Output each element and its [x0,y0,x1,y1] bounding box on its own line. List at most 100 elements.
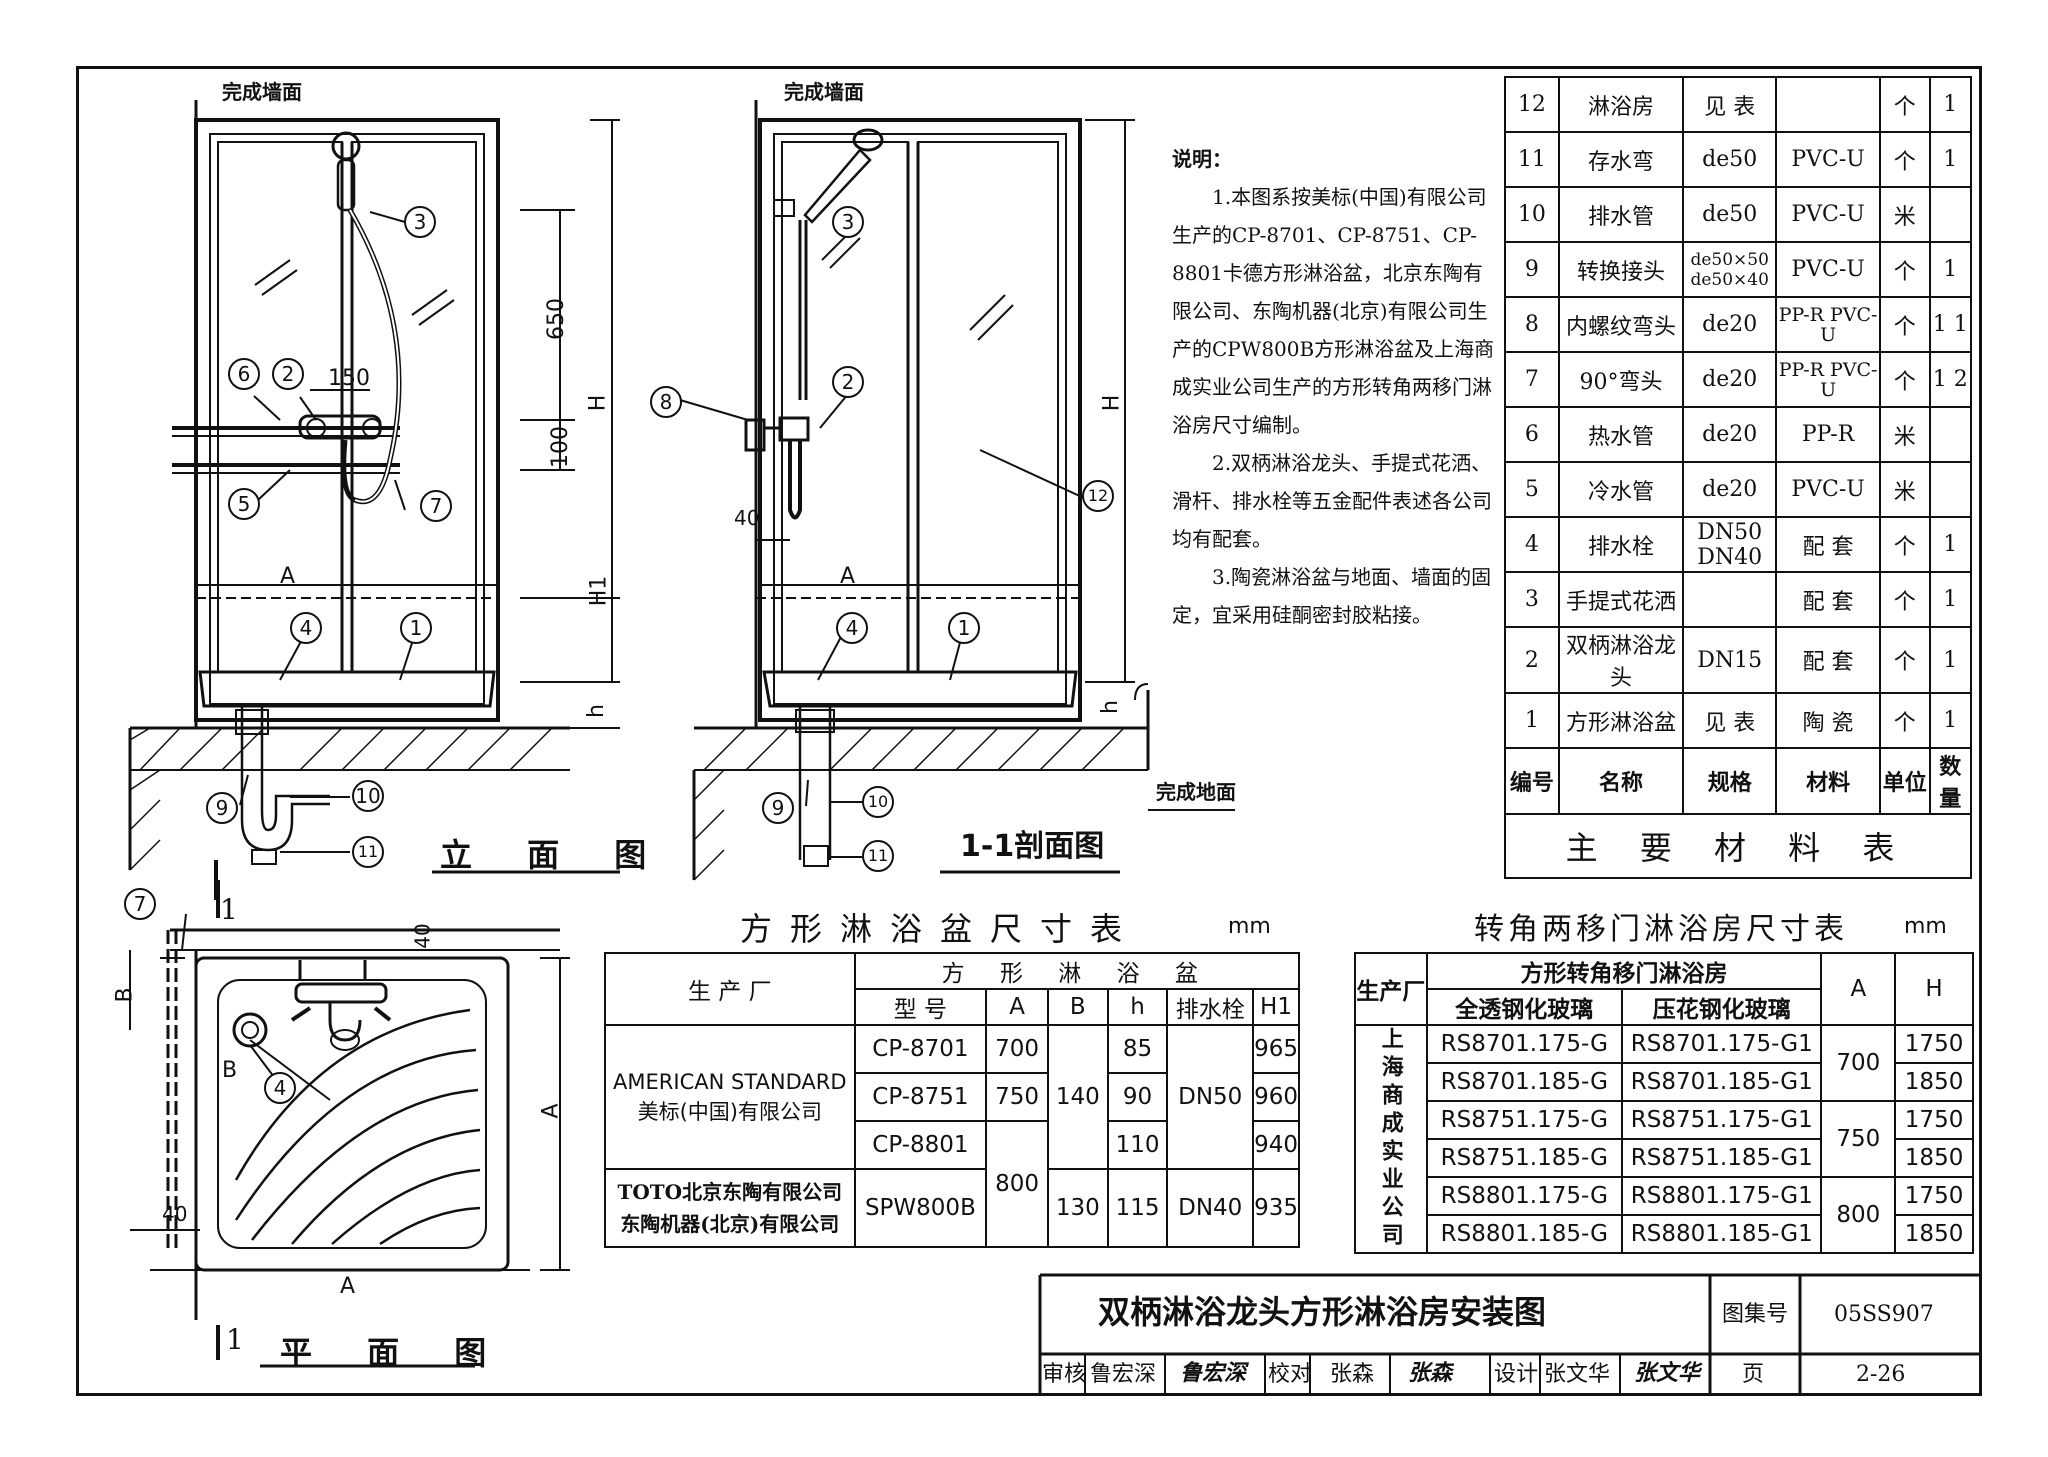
tray-cell: CP-8701 [853,1024,988,1074]
materials-cell: 1 [1504,692,1560,749]
tray-cell: 960 [1252,1072,1300,1122]
room-cell: RS8701.185-G [1425,1062,1624,1102]
materials-cell: 1 [1928,131,1973,188]
room-cell: 750 [1820,1100,1897,1178]
section-dim-h: H [1099,394,1125,412]
elevation-title: 立 面 图 [440,836,669,874]
materials-cell: 个 [1878,516,1931,573]
room-cell: 1850 [1894,1062,1974,1102]
drawing-title: 双柄淋浴龙头方形淋浴房安装图 [1098,1293,1547,1331]
materials-cell: 手提式花洒 [1557,571,1685,628]
materials-cell: 1 [1928,241,1973,298]
notes-item-1: 1.本图系按美标(中国)有限公司生产的CP-8701、CP-8751、CP-88… [1172,185,1495,437]
materials-cell: 冷水管 [1557,461,1685,518]
materials-cell: DN15 [1682,626,1778,694]
materials-cell: 双柄淋浴龙头 [1557,626,1685,694]
designer-name: 张文华 [1544,1362,1611,1387]
room-header-clear: 全透钢化玻璃 [1425,988,1624,1026]
room-cell: RS8751.185-G1 [1621,1138,1823,1178]
materials-cell [1775,76,1881,133]
materials-cell: 1 [1928,76,1973,133]
materials-cell: 个 [1878,131,1931,188]
page-number: 2-26 [1856,1362,1906,1387]
materials-cell: 转换接头 [1557,241,1685,298]
materials-cell: de20 [1682,296,1778,353]
materials-cell: 米 [1878,406,1931,463]
materials-title: 主 要 材 料 表 [1504,813,1972,879]
room-cell: RS8801.185-G1 [1621,1214,1823,1254]
materials-cell: 1 [1928,692,1973,749]
atlas-label: 图集号 [1722,1302,1789,1327]
materials-cell: 见 表 [1682,692,1778,749]
elevation-dim-100: 100 [548,426,573,468]
room-header-maker: 生产厂 [1354,952,1428,1026]
materials-cell: PP-R [1775,406,1881,463]
materials-cell: 9 [1504,241,1560,298]
plan-dim-b-side: B [112,987,138,1003]
tray-header-group: 方 形 淋 浴 盆 [853,952,1301,990]
materials-cell: 3 [1504,571,1560,628]
tray-cell: SPW800B [853,1168,988,1248]
section-drawing [679,100,1235,881]
materials-cell: 个 [1878,692,1931,749]
materials-cell: 1 [1928,571,1973,628]
materials-header: 名称 [1557,747,1685,815]
elevation-wall-label: 完成墙面 [222,80,302,104]
callout-2: 2 [272,358,304,390]
tray-header-a: A [985,988,1049,1026]
plan-dim-40-top: 40 [410,923,435,949]
checker-name: 张森 [1330,1362,1375,1387]
callout-5: 5 [228,488,260,520]
callout-12: 12 [1082,480,1114,512]
callout-8: 8 [650,386,682,418]
tray-header-h: h [1106,988,1169,1026]
materials-cell: 配 套 [1775,516,1881,573]
tray-cell: 85 [1106,1024,1169,1074]
materials-cell: 米 [1878,186,1931,243]
room-cell: RS8801.175-G1 [1621,1176,1823,1216]
room-cell: 1750 [1894,1176,1974,1216]
materials-cell: 10 [1504,186,1560,243]
room-cell: RS8801.175-G [1425,1176,1624,1216]
room-maker: 上海商成实业公司 [1354,1024,1428,1254]
materials-cell: PP-R PVC-U [1775,351,1881,408]
plan-dim-a-side: A [538,1103,564,1119]
materials-cell [1928,186,1973,243]
room-cell: RS8701.185-G1 [1621,1062,1823,1102]
room-cell: 1850 [1894,1138,1974,1178]
tray-table-unit: mm [1228,914,1271,939]
materials-cell: 个 [1878,76,1931,133]
materials-cell [1682,571,1778,628]
materials-cell: PVC-U [1775,461,1881,518]
materials-cell: de50×50 de50×40 [1682,241,1778,298]
materials-cell: 1 [1928,516,1973,573]
drawing-frame [76,66,1982,1396]
plan-drawing [129,880,570,1368]
materials-cell: 8 [1504,296,1560,353]
reviewer-signature: 鲁宏深 [1180,1360,1247,1386]
materials-header: 数量 [1928,747,1973,815]
checker-signature: 张森 [1408,1360,1453,1386]
elevation-dim-h-small: h [583,704,609,718]
title-block-lines [1038,1273,1982,1396]
materials-header: 材料 [1775,747,1881,815]
materials-cell: 个 [1878,241,1931,298]
plan-dim-40-side: 40 [162,1202,188,1226]
tray-cell: 935 [1252,1168,1300,1248]
materials-cell: 90°弯头 [1557,351,1685,408]
reviewer-name: 鲁宏深 [1090,1362,1157,1387]
tray-cell: DN40 [1166,1168,1255,1248]
tray-cell: CP-8751 [853,1072,988,1122]
tray-cell: 940 [1252,1120,1300,1170]
tray-cell: 110 [1106,1120,1169,1170]
materials-cell: de20 [1682,351,1778,408]
room-size-table: 生产厂 方形转角移门淋浴房 A H 全透钢化玻璃 压花钢化玻璃 上海商成实业公司… [1354,952,1974,1254]
